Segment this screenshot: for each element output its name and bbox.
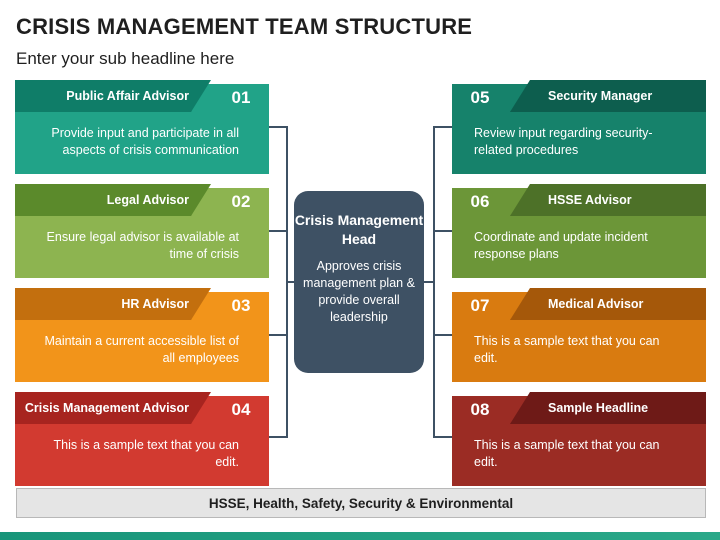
role-number: 06: [470, 192, 490, 211]
left-connector-to-center: [286, 281, 296, 283]
page-subtitle: Enter your sub headline here: [16, 49, 235, 68]
role-title-tab: Security Manager: [510, 80, 706, 112]
left-connector-branch-3: [269, 334, 288, 336]
role-number: 03: [231, 296, 251, 315]
footer-banner: HSSE, Health, Safety, Security & Environ…: [16, 488, 706, 518]
role-description: This is a sample text that you can edit.: [474, 438, 660, 469]
role-title: Security Manager: [548, 89, 653, 103]
role-description: Ensure legal advisor is available at tim…: [46, 230, 239, 261]
footer-text: HSSE, Health, Safety, Security & Environ…: [208, 495, 514, 511]
role-number: 05: [470, 88, 490, 107]
role-description: Provide input and participate in all asp…: [51, 126, 239, 157]
role-title: Crisis Management Advisor: [24, 401, 189, 415]
role-card-02: Ensure legal advisor is available at tim…: [15, 188, 269, 278]
role-title-tab: Legal Advisor: [15, 184, 211, 216]
role-number: 08: [470, 400, 490, 419]
role-title-tab: HR Advisor: [15, 288, 211, 320]
role-number: 07: [470, 296, 490, 315]
role-card-03: Maintain a current accessible list of al…: [15, 292, 269, 382]
role-title: Public Affair Advisor: [66, 89, 189, 103]
role-description: Review input regarding security-related …: [474, 126, 653, 157]
left-connector-branch-1: [269, 126, 288, 128]
role-description: Maintain a current accessible list of al…: [44, 334, 239, 365]
role-title: Sample Headline: [548, 401, 649, 415]
page-title: CRISIS MANAGEMENT TEAM STRUCTURE: [16, 14, 473, 39]
role-title-tab: Crisis Management Advisor: [15, 392, 211, 424]
role-description: Coordinate and update incident response …: [474, 230, 648, 261]
role-card-06: Coordinate and update incident response …: [452, 184, 706, 278]
right-connector-branch-8: [433, 436, 452, 438]
right-connector-branch-7: [433, 334, 452, 336]
role-card-01: Provide input and participate in all asp…: [15, 84, 269, 174]
role-number: 01: [231, 88, 251, 107]
right-connector-spine: [433, 126, 435, 438]
bottom-accent-band: [0, 532, 720, 540]
right-connector-branch-6: [433, 230, 452, 232]
center-head-box: Crisis Management Head Approves crisis m…: [294, 191, 424, 373]
role-title: Medical Advisor: [548, 297, 644, 311]
left-connector-branch-4: [269, 436, 288, 438]
role-title: Legal Advisor: [106, 193, 189, 207]
role-description: This is a sample text that you can edit.: [53, 438, 239, 469]
role-title-tab: Medical Advisor: [510, 288, 706, 320]
role-title-tab: Public Affair Advisor: [15, 80, 211, 112]
role-card-08: This is a sample text that you can edit.…: [452, 392, 706, 486]
role-title-tab: HSSE Advisor: [510, 184, 706, 216]
left-connector-branch-2: [269, 230, 288, 232]
role-title: HSSE Advisor: [548, 193, 632, 207]
role-card-04: This is a sample text that you can edit.…: [15, 396, 269, 486]
role-card-07: This is a sample text that you can edit.…: [452, 288, 706, 382]
center-heading: Crisis Management Head: [294, 212, 424, 247]
role-title-tab: Sample Headline: [510, 392, 706, 424]
role-number: 04: [231, 400, 251, 419]
role-card-05: Review input regarding security-related …: [452, 80, 706, 174]
right-connector-branch-5: [433, 126, 452, 128]
role-title: HR Advisor: [121, 297, 189, 311]
right-connector-to-center: [424, 281, 434, 283]
role-number: 02: [231, 192, 251, 211]
role-description: This is a sample text that you can edit.: [474, 334, 660, 365]
center-description: Approves crisis management plan & provid…: [303, 259, 415, 324]
